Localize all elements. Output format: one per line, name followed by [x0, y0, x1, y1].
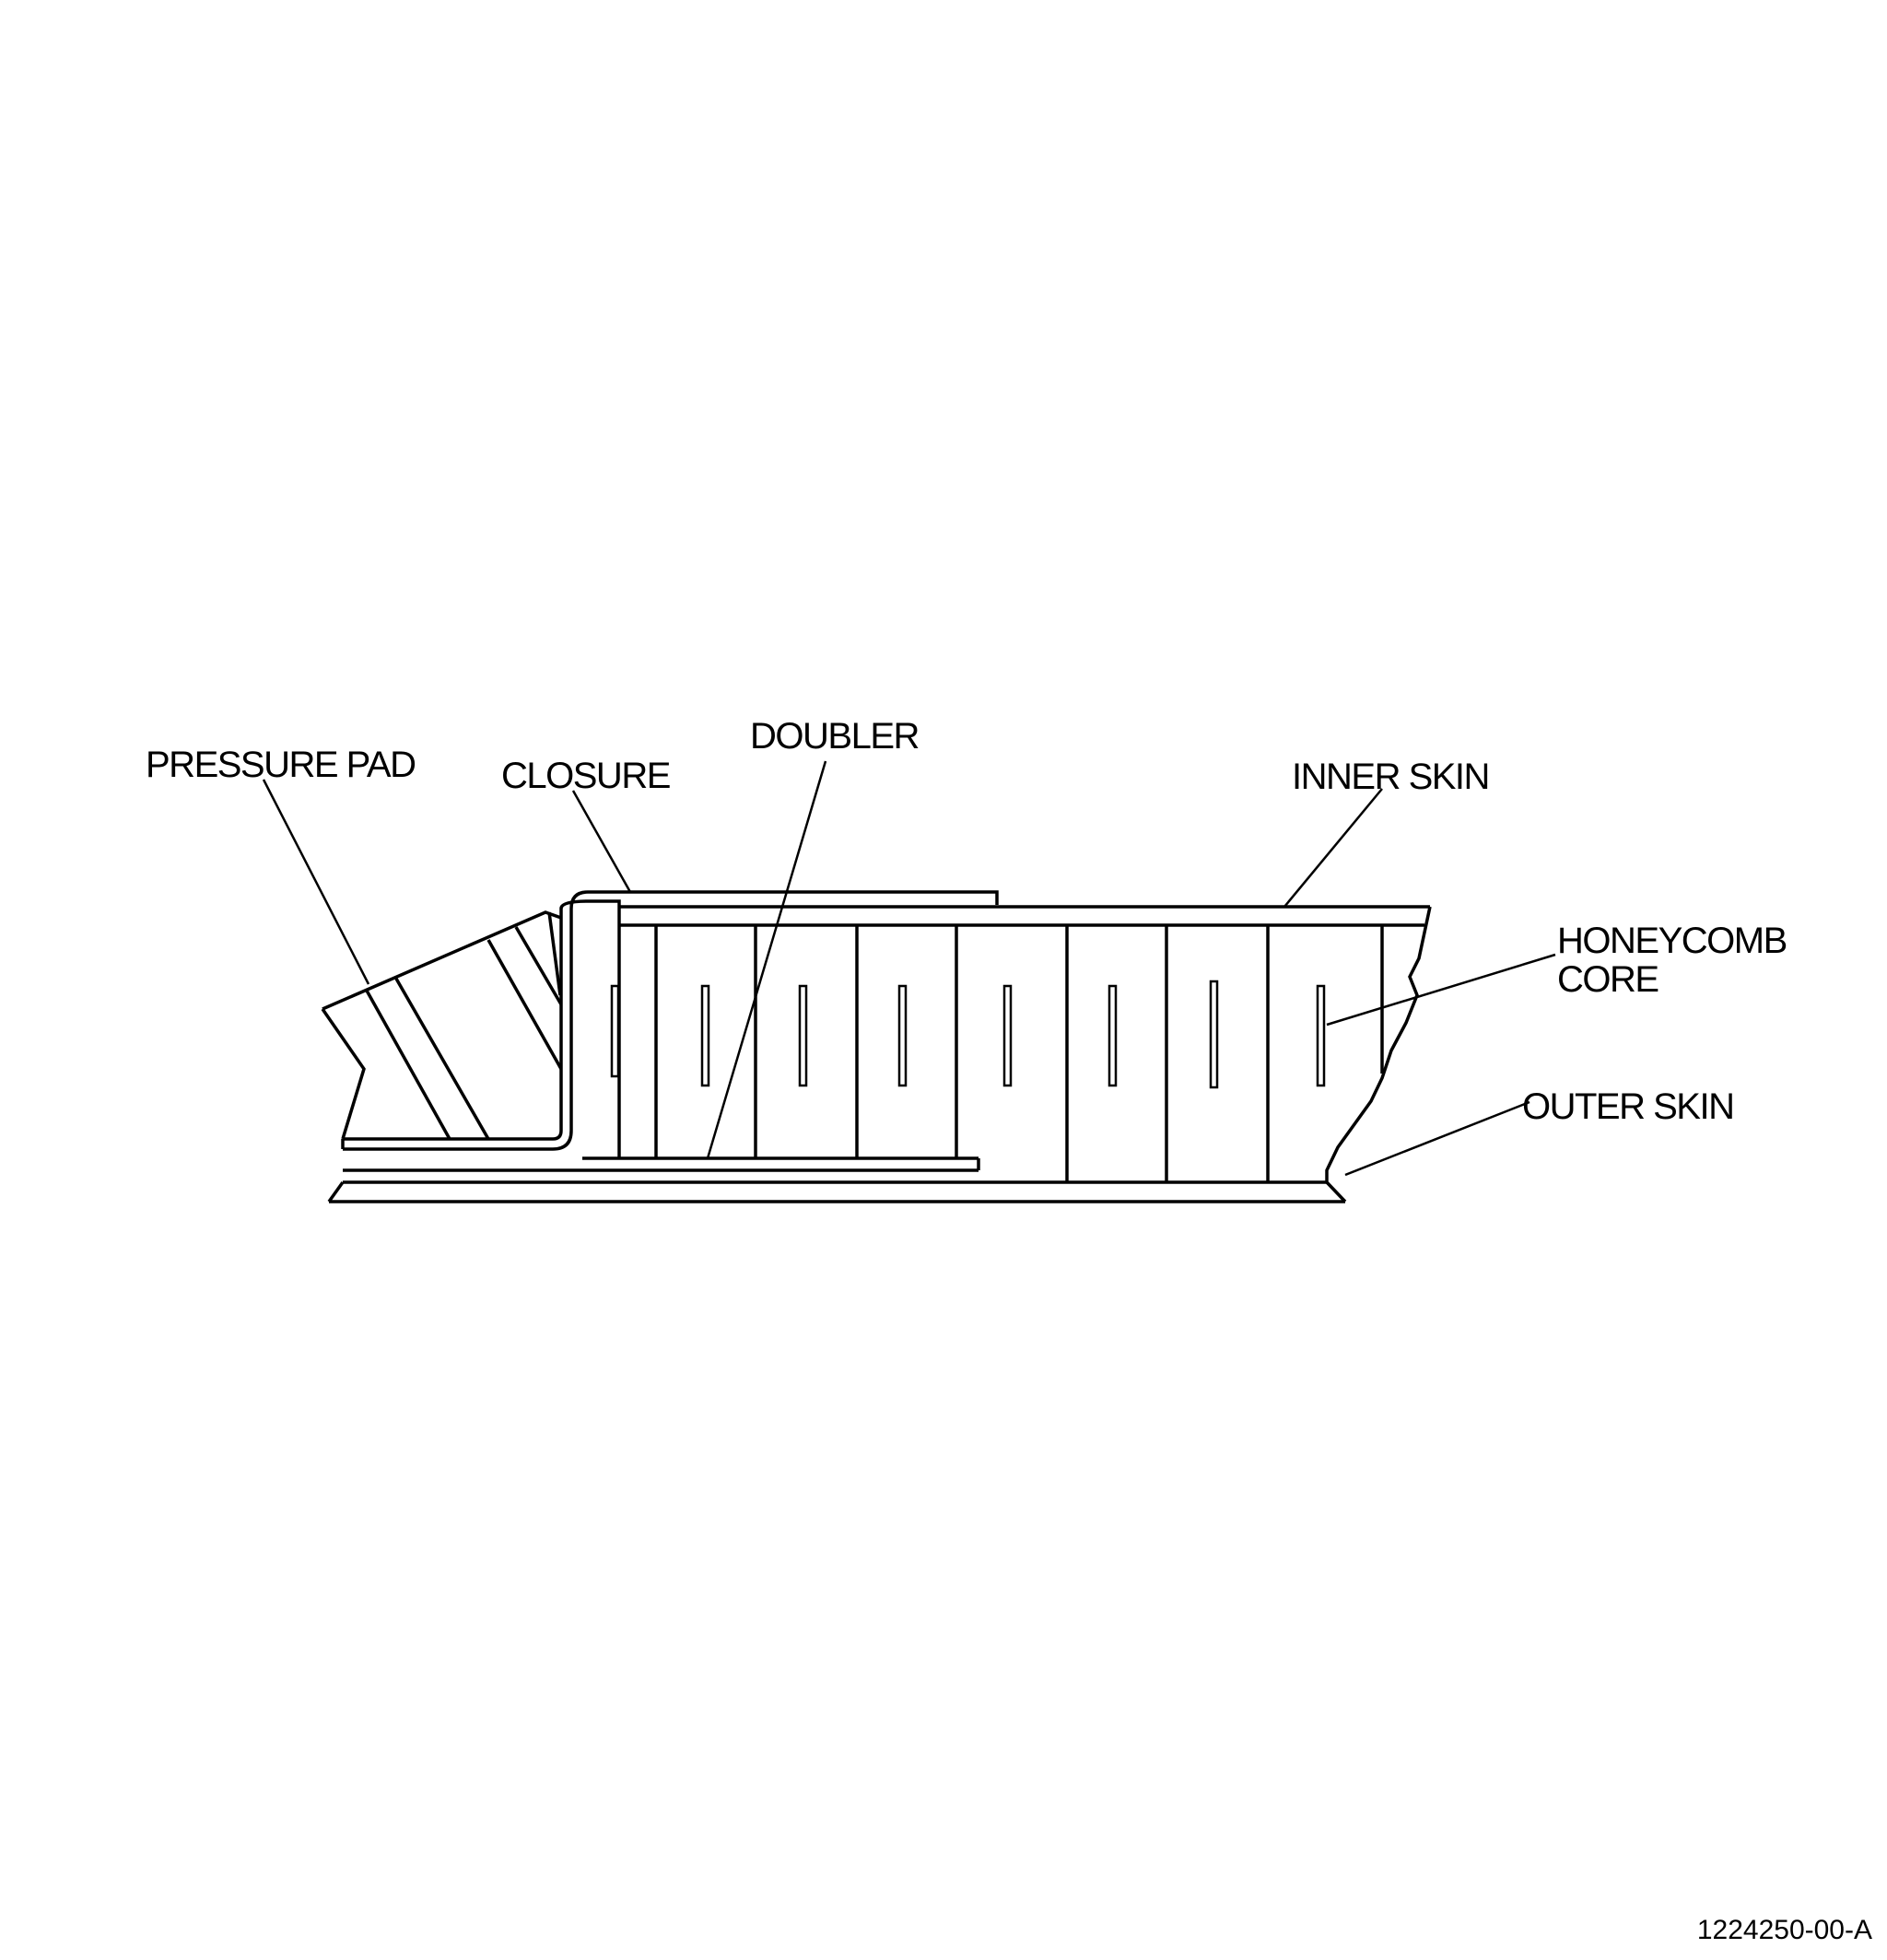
- inner-skin-leader: [1283, 788, 1383, 908]
- outer-skin-leader: [1344, 1100, 1530, 1177]
- doubler-label: DOUBLER: [750, 716, 919, 757]
- leader-lines: [262, 760, 1556, 1177]
- doubler-leader: [706, 760, 827, 1159]
- closure: [341, 890, 999, 1158]
- outer-skin-label: OUTER SKIN: [1522, 1086, 1733, 1127]
- inner-skin: [619, 905, 1430, 927]
- closure-label: CLOSURE: [501, 756, 670, 796]
- honeycomb-label: HONEYCOMB: [1557, 921, 1787, 961]
- pressure-pad-label: PRESSURE PAD: [146, 745, 415, 785]
- pressure-pad: [321, 910, 563, 1140]
- figure-number: 1224250-00-A: [1697, 1915, 1872, 1945]
- closure-leader: [571, 790, 632, 893]
- outer-skin: [327, 1180, 1345, 1203]
- pressure-pad-leader: [262, 779, 370, 985]
- core-label: CORE: [1557, 959, 1658, 1000]
- inner-skin-label: INNER SKIN: [1292, 757, 1489, 797]
- break-line: [1325, 906, 1432, 1203]
- doubler: [343, 1156, 980, 1172]
- honeycomb-leader: [1326, 953, 1556, 1027]
- honeycomb-core: [610, 925, 1384, 1182]
